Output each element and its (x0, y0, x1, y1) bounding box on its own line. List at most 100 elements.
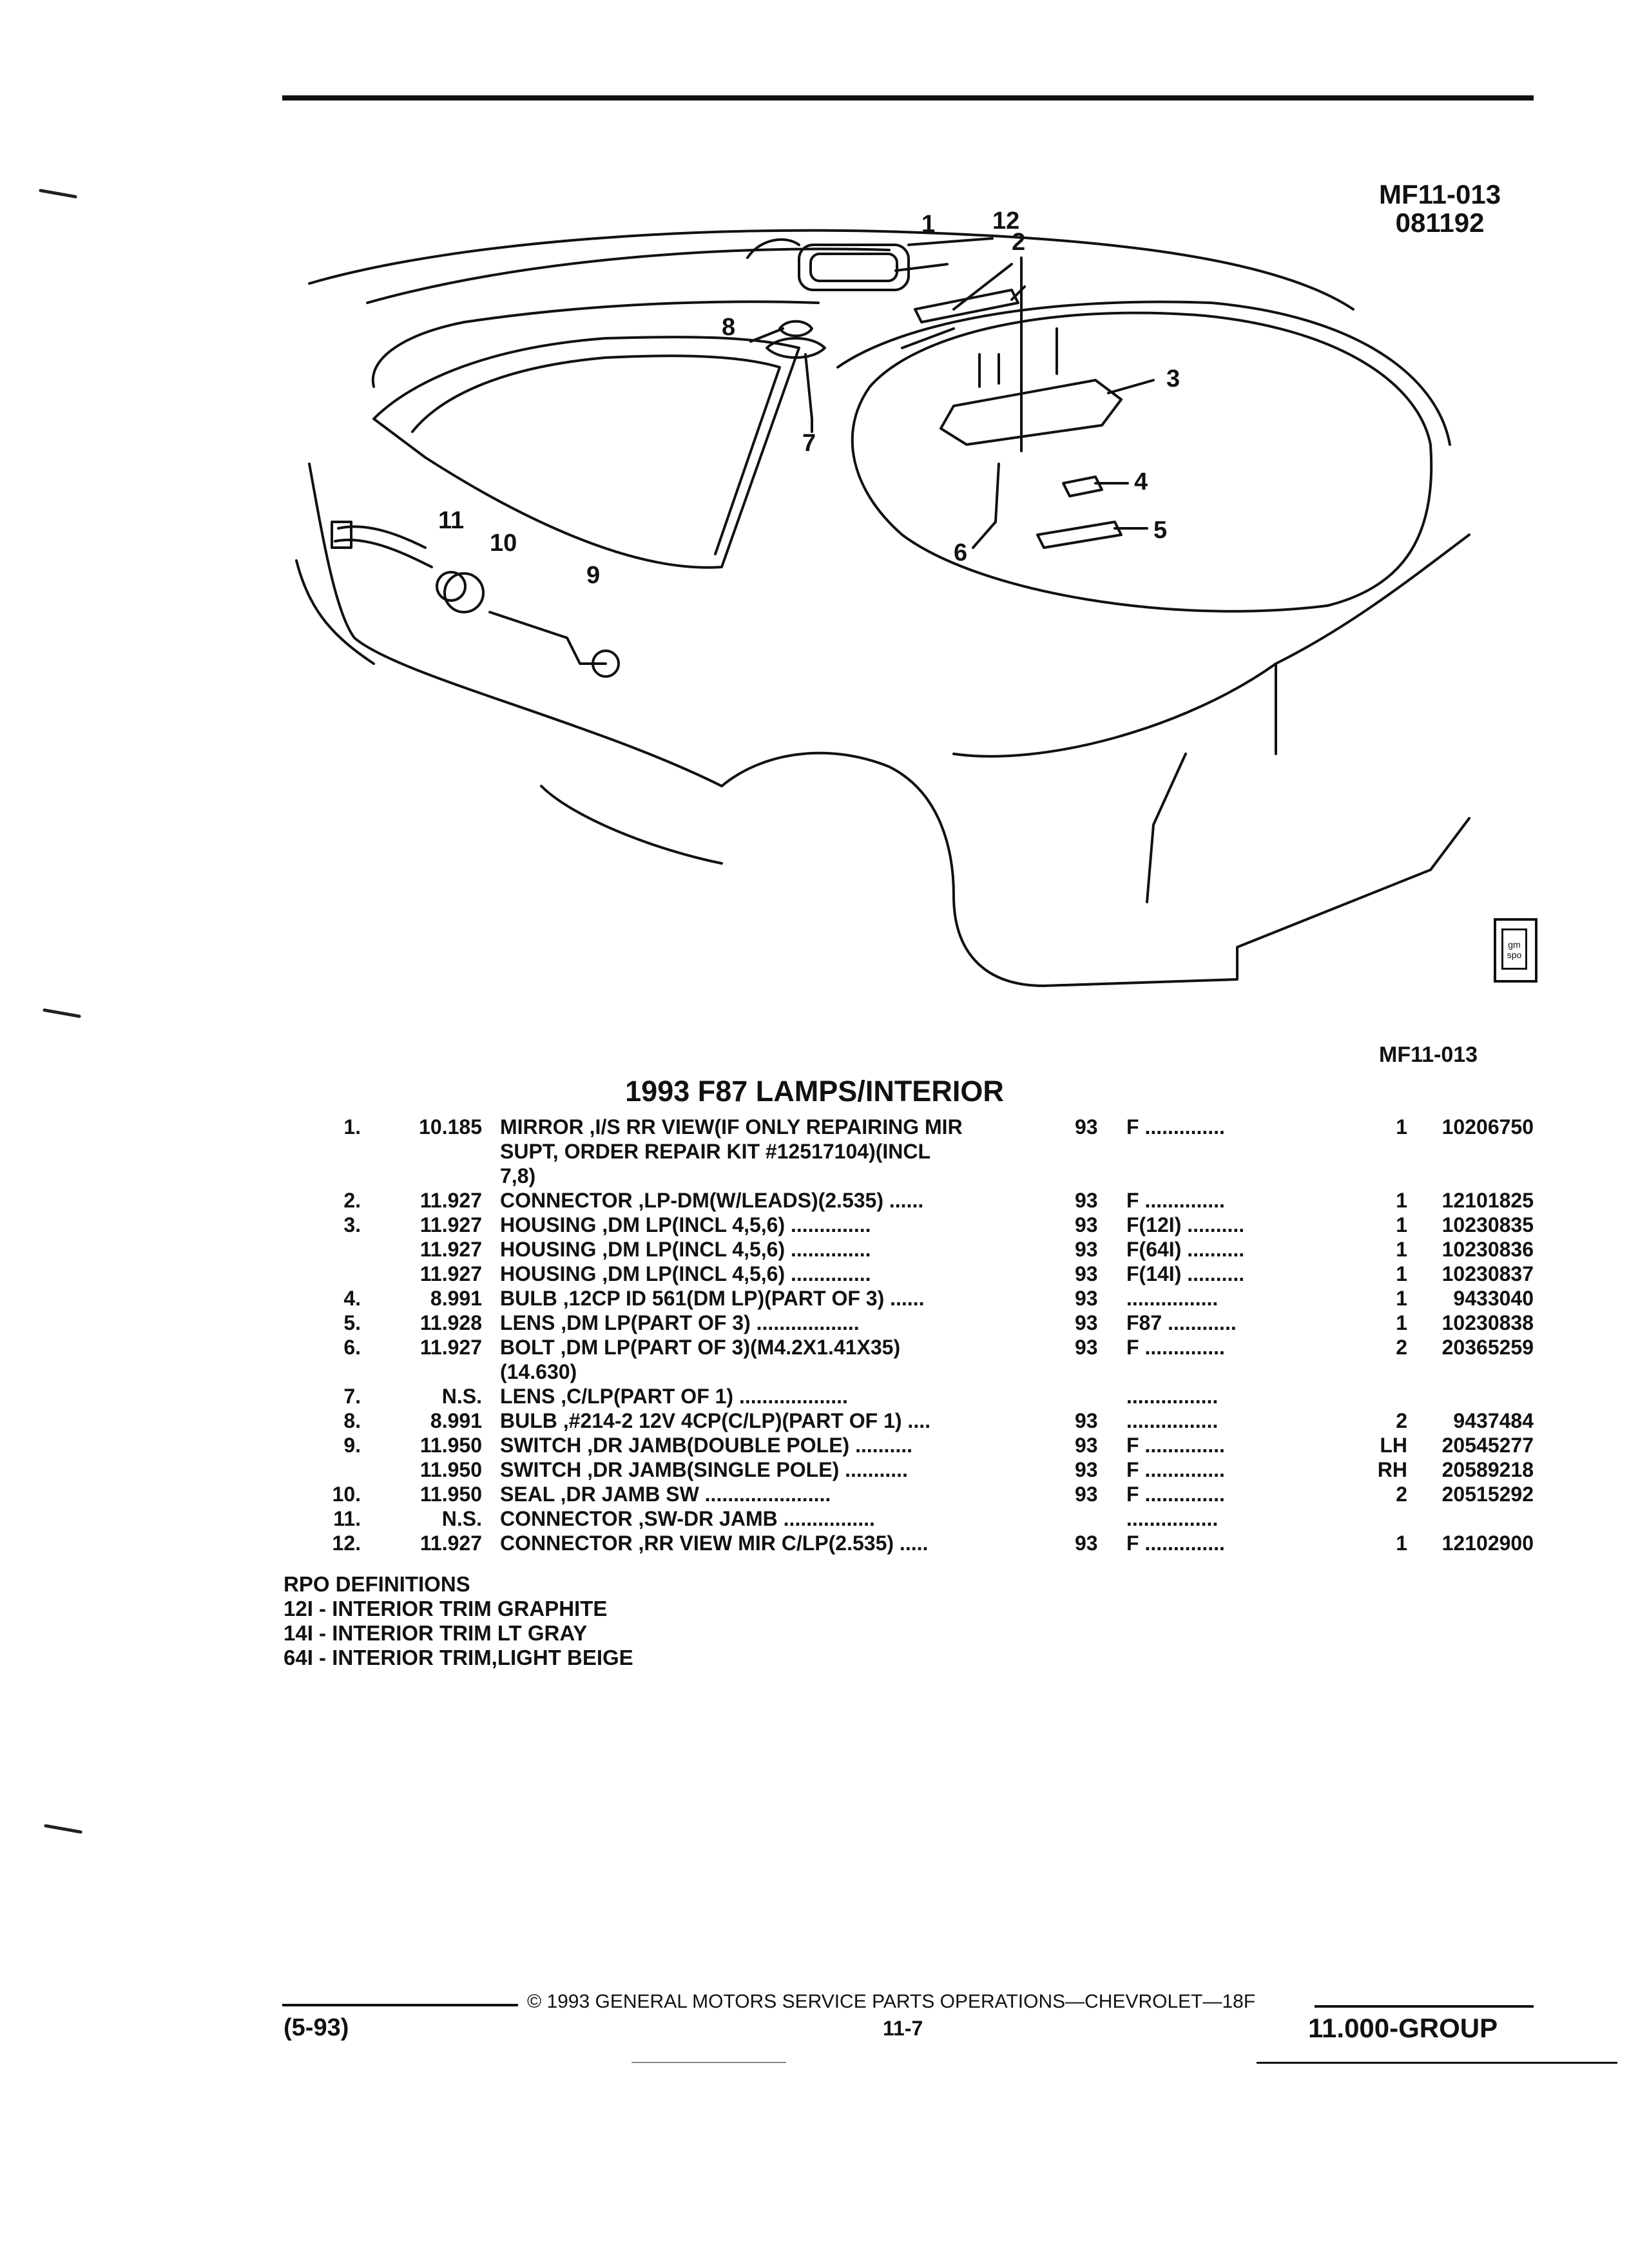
item-number: 5. (343, 1311, 361, 1334)
group-number: 11.927 (419, 1532, 482, 1555)
diagram-id-line1: MF11-013 (1379, 179, 1501, 209)
part-description: SWITCH ,DR JAMB(SINGLE POLE) ........... (500, 1457, 1035, 1482)
part-name: HOUSING (500, 1238, 597, 1261)
quantity: 1 (1396, 1287, 1407, 1310)
bottom-rule (1257, 2062, 1617, 2064)
callout-12: 12 (992, 207, 1019, 235)
diagram-id-line2: 081192 (1395, 207, 1485, 238)
callout-4: 4 (1134, 468, 1148, 495)
model-year: 93 (1075, 1238, 1098, 1261)
callout-2: 2 (1012, 229, 1025, 256)
part-detail: ,DM LP(INCL 4,5,6) .............. (602, 1213, 871, 1236)
part-detail: ,C/LP(PART OF 1) ................... (561, 1385, 848, 1408)
part-name: CONNECTOR (500, 1189, 633, 1212)
part-number: 20365259 (1441, 1336, 1534, 1359)
quantity: RH (1377, 1458, 1407, 1481)
item-number: 12. (332, 1532, 361, 1555)
part-name: SEAL (500, 1483, 555, 1506)
page-number: 11-7 (883, 2017, 923, 2040)
model-code: ................ (1126, 1409, 1219, 1432)
part-number: 10230835 (1441, 1213, 1534, 1236)
model-code: F .............. (1126, 1532, 1225, 1555)
part-number: 10230836 (1441, 1238, 1534, 1261)
part-name: SWITCH (500, 1458, 582, 1481)
callout-10: 10 (490, 530, 517, 557)
part-description: SWITCH ,DR JAMB(DOUBLE POLE) .......... (500, 1433, 1035, 1457)
part-description: CONNECTOR ,RR VIEW MIR C/LP(2.535) ..... (500, 1531, 1035, 1555)
group-number: 11.927 (419, 1336, 482, 1359)
part-detail: ,I/S RR VIEW(IF ONLY REPAIRING MIR (589, 1115, 963, 1139)
group-label: 11.000-GROUP (1308, 2013, 1498, 2043)
part-detail: ,DR JAMB(DOUBLE POLE) .......... (587, 1434, 912, 1457)
part-name: BULB (500, 1287, 557, 1310)
gm-spo-logo-icon: gm spo (1494, 918, 1537, 983)
model-code: ................ (1126, 1287, 1219, 1310)
model-year: 93 (1075, 1532, 1098, 1555)
part-name: BOLT (500, 1336, 555, 1359)
model-year: 93 (1075, 1483, 1098, 1506)
footer-rule-left (282, 2004, 518, 2006)
rpo-item: 14I - INTERIOR TRIM LT GRAY (284, 1621, 588, 1645)
model-year: 93 (1075, 1409, 1098, 1432)
item-number: 3. (343, 1213, 361, 1236)
part-number: 20589218 (1441, 1458, 1534, 1481)
group-number: 11.927 (419, 1262, 482, 1285)
part-detail: ,RR VIEW MIR C/LP(2.535) ..... (638, 1532, 929, 1555)
part-description-continued: (14.630) (500, 1360, 577, 1383)
group-number: 11.950 (419, 1434, 482, 1457)
group-number: 11.927 (419, 1238, 482, 1261)
part-detail: ,DR JAMB SW ...................... (560, 1483, 831, 1506)
part-number: 12101825 (1441, 1189, 1534, 1212)
quantity: 2 (1396, 1409, 1407, 1432)
quantity: 2 (1396, 1336, 1407, 1359)
exploded-view-diagram: 1 12 2 3 4 5 6 7 8 9 10 11 (295, 207, 1470, 987)
part-name: BULB (500, 1409, 557, 1432)
group-number: N.S. (441, 1385, 482, 1408)
rpo-definitions: RPO DEFINITIONS 12I - INTERIOR TRIM GRAP… (284, 1572, 633, 1670)
part-description: CONNECTOR ,LP-DM(W/LEADS)(2.535) ...... (500, 1188, 1035, 1213)
model-year: 93 (1075, 1458, 1098, 1481)
part-name: LENS (500, 1311, 555, 1334)
quantity: 1 (1396, 1115, 1407, 1139)
model-code: F .............. (1126, 1458, 1225, 1481)
margin-mark (39, 188, 77, 199)
part-description: CONNECTOR ,SW-DR JAMB ................ (500, 1506, 1035, 1531)
part-name: MIRROR (500, 1115, 584, 1139)
part-description: HOUSING ,DM LP(INCL 4,5,6) .............… (500, 1213, 1035, 1237)
part-description: HOUSING ,DM LP(INCL 4,5,6) .............… (500, 1262, 1035, 1286)
part-detail: ,DM LP(PART OF 3) .................. (561, 1311, 860, 1334)
diagram-id: MF11-013 081192 (1379, 180, 1501, 237)
item-number: 6. (343, 1336, 361, 1359)
part-name: CONNECTOR (500, 1507, 633, 1530)
item-number: 1. (343, 1115, 361, 1139)
callout-11: 11 (438, 507, 464, 534)
model-code: F .............. (1126, 1189, 1225, 1212)
item-number: 9. (343, 1434, 361, 1457)
quantity: 1 (1396, 1262, 1407, 1285)
rpo-item: 12I - INTERIOR TRIM GRAPHITE (284, 1597, 608, 1620)
rpo-item: 64I - INTERIOR TRIM,LIGHT BEIGE (284, 1646, 633, 1669)
part-description: LENS ,C/LP(PART OF 1) ..................… (500, 1384, 1035, 1408)
part-name: SWITCH (500, 1434, 582, 1457)
group-number: 11.950 (419, 1458, 482, 1481)
part-number: 9433040 (1453, 1287, 1534, 1310)
part-description-continued: 7,8) (500, 1164, 536, 1187)
rpo-heading: RPO DEFINITIONS (284, 1572, 470, 1596)
part-detail: ,DM LP(INCL 4,5,6) .............. (602, 1262, 871, 1285)
group-number: 11.928 (419, 1311, 482, 1334)
model-code: ................ (1126, 1385, 1219, 1408)
part-description-continued: SUPT, ORDER REPAIR KIT #12517104)(INCL (500, 1140, 931, 1163)
gm-spo-logo-text: gm spo (1501, 928, 1527, 970)
item-number: 10. (332, 1483, 361, 1506)
part-name: LENS (500, 1385, 555, 1408)
part-number: 10230838 (1441, 1311, 1534, 1334)
model-year: 93 (1075, 1287, 1098, 1310)
part-description: HOUSING ,DM LP(INCL 4,5,6) .............… (500, 1237, 1035, 1262)
callout-8: 8 (722, 314, 735, 341)
bottom-rule-faint (631, 2062, 786, 2063)
part-name: HOUSING (500, 1213, 597, 1236)
group-number: 8.991 (430, 1409, 482, 1432)
part-name: CONNECTOR (500, 1532, 633, 1555)
model-code: F(64I) .......... (1126, 1238, 1245, 1261)
part-description: BOLT ,DM LP(PART OF 3)(M4.2X1.41X35) (500, 1335, 1035, 1360)
